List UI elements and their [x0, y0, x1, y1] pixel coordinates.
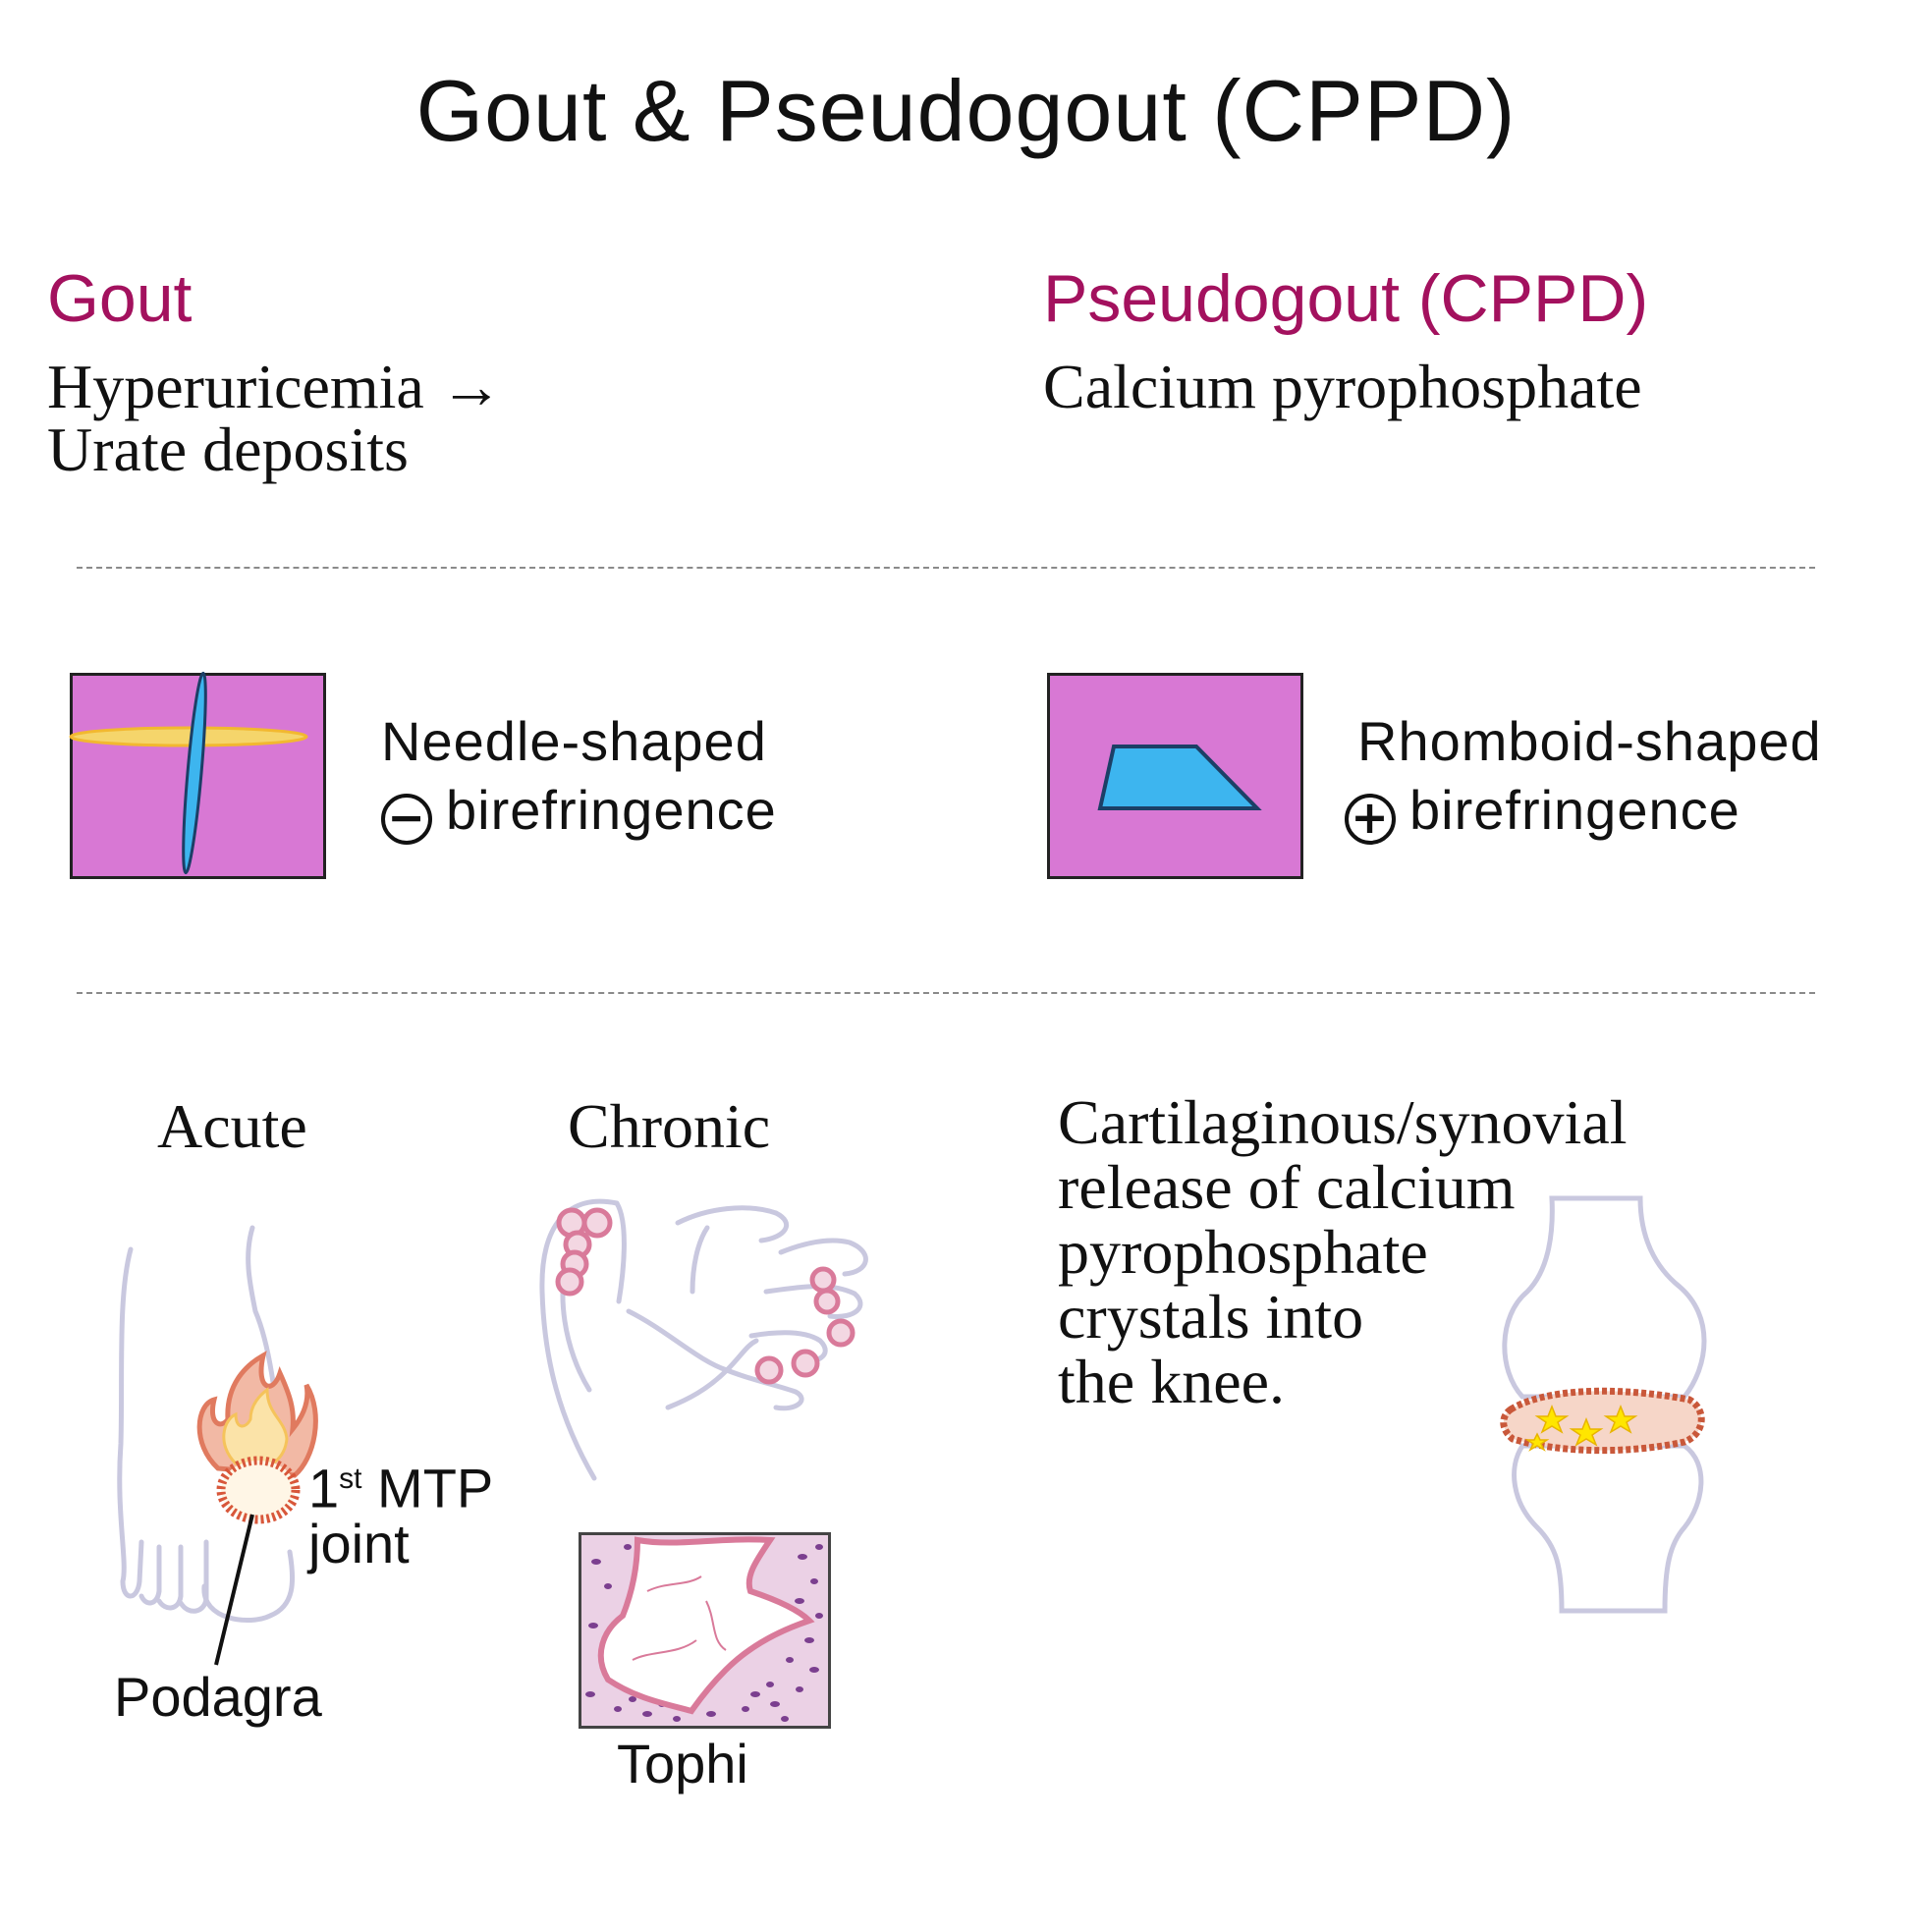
rhomboid-description: Rhomboid-shaped + birefringence: [1345, 707, 1822, 845]
urate-crystal-deposit: [597, 1536, 815, 1715]
chronic-label: Chronic: [568, 1091, 771, 1161]
knee-joint-illustration: [1500, 1195, 1707, 1614]
gout-desc-line2: Urate deposits: [47, 414, 409, 484]
podagra-label: Podagra: [114, 1666, 322, 1728]
femur-outline: [1502, 1195, 1707, 1400]
foot-outline: [117, 1225, 296, 1624]
knee-bones: [1502, 1195, 1707, 1614]
needle-crystal-blue: [182, 671, 207, 875]
crystal-striations: [632, 1575, 727, 1661]
page-title: Gout & Pseudogout (CPPD): [415, 62, 1517, 159]
negative-sign-icon: −: [381, 794, 432, 845]
positive-birefringence-label: birefringence: [1409, 779, 1740, 841]
release-line-2: release of calcium: [1058, 1152, 1516, 1222]
cppd-release-description: Cartilaginous/synovial release of calciu…: [1058, 1090, 1628, 1414]
gout-description: Hyperuricemia → Urate deposits: [47, 356, 503, 481]
divider-bottom: [77, 992, 1815, 994]
needle-description: Needle-shaped −birefringence: [381, 707, 777, 845]
rhomboid-shape-label: Rhomboid-shaped: [1357, 710, 1822, 772]
foot-podagra-illustration: [117, 1225, 318, 1666]
cell-nuclei: [585, 1544, 823, 1722]
tophi-label: Tophi: [617, 1733, 748, 1794]
mtp-joint-label: 1st MTP joint: [308, 1457, 494, 1574]
tibia-outline: [1512, 1443, 1704, 1614]
pseudogout-heading: Pseudogout (CPPD): [1043, 261, 1649, 336]
gout-heading: Gout: [47, 261, 193, 336]
rhomboid-crystal-illustration: [1047, 673, 1303, 879]
cppd-crystal-stars: [1524, 1404, 1638, 1452]
needle-shape-label: Needle-shaped: [381, 710, 767, 772]
acute-label: Acute: [157, 1091, 307, 1161]
needle-crystal-yellow: [69, 726, 308, 747]
rhomboid-crystal-shape: [1097, 745, 1262, 810]
podagra-pointer-line: [214, 1514, 254, 1666]
negative-birefringence-label: birefringence: [446, 779, 777, 841]
needle-crystal-illustration: [69, 671, 326, 879]
release-line-3: pyrophosphate: [1058, 1217, 1428, 1287]
tophi-histology-illustration: [579, 1532, 831, 1729]
release-line-4: crystals into: [1058, 1282, 1364, 1352]
positive-sign-icon: +: [1345, 794, 1396, 845]
pseudogout-description: Calcium pyrophosphate: [1043, 352, 1642, 421]
divider-top: [77, 567, 1815, 569]
mtp-joint-inflammation: [216, 1456, 301, 1524]
release-line-5: the knee.: [1058, 1347, 1285, 1416]
tophi-nodules: [555, 1207, 856, 1385]
release-line-1: Cartilaginous/synovial: [1058, 1087, 1628, 1157]
cartilage-inflammation: [1500, 1387, 1705, 1455]
hand-outline: [626, 1205, 868, 1411]
gout-desc-line1: Hyperuricemia →: [47, 352, 503, 421]
chronic-tophi-ear-hand-illustration: [539, 1198, 868, 1481]
